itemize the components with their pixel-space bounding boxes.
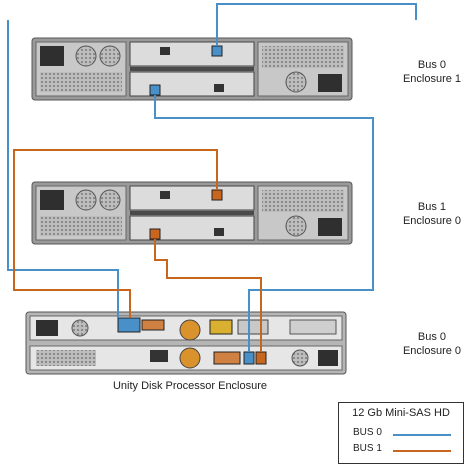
fan-icon [99,45,121,67]
mgmt-port-icon [214,228,224,236]
fan-icon [179,319,201,341]
mgmt-port-icon [214,84,224,92]
power-inlet-icon [40,46,64,66]
label-enclosure-top: Bus 0 Enclosure 1 [402,59,462,85]
bus0-cable-a-left [7,20,119,318]
fan-icon [71,319,89,337]
fan-icon [285,215,307,237]
power-inlet-icon [318,218,342,236]
bus1-cable-b [154,239,262,352]
legend-swatch-bus0 [393,434,451,436]
power-inlet-icon [318,350,338,366]
bus0-cable-b [154,95,374,352]
bus1-cable-a [13,149,218,318]
power-inlet-icon [36,320,58,336]
legend-label-bus0: BUS 0 [353,427,382,438]
mgmt-port-icon [160,47,170,55]
legend-title: 12 Gb Mini-SAS HD [352,407,450,419]
mgmt-port-icon [160,191,170,199]
fan-icon [99,189,121,211]
label-enclosure-bottom: Bus 0 Enclosure 0 [402,331,462,357]
fan-icon [179,347,201,369]
legend: 12 Gb Mini-SAS HD BUS 0 BUS 1 [338,402,464,464]
fan-icon [291,349,309,367]
power-inlet-icon [318,74,342,92]
legend-label-bus1: BUS 1 [353,443,382,454]
mgmt-port-icon [150,350,168,362]
enclosure-top [31,37,353,101]
legend-swatch-bus1 [393,450,451,452]
enclosure-bottom-dpe [25,311,347,375]
label-enclosure-middle: Bus 1 Enclosure 0 [402,201,462,227]
fan-icon [75,45,97,67]
enclosure-middle [31,181,353,245]
fan-icon [75,189,97,211]
bus0-cable-a [216,3,417,46]
power-inlet-icon [40,190,64,210]
dpe-caption: Unity Disk Processor Enclosure [112,380,268,392]
fan-icon [285,71,307,93]
